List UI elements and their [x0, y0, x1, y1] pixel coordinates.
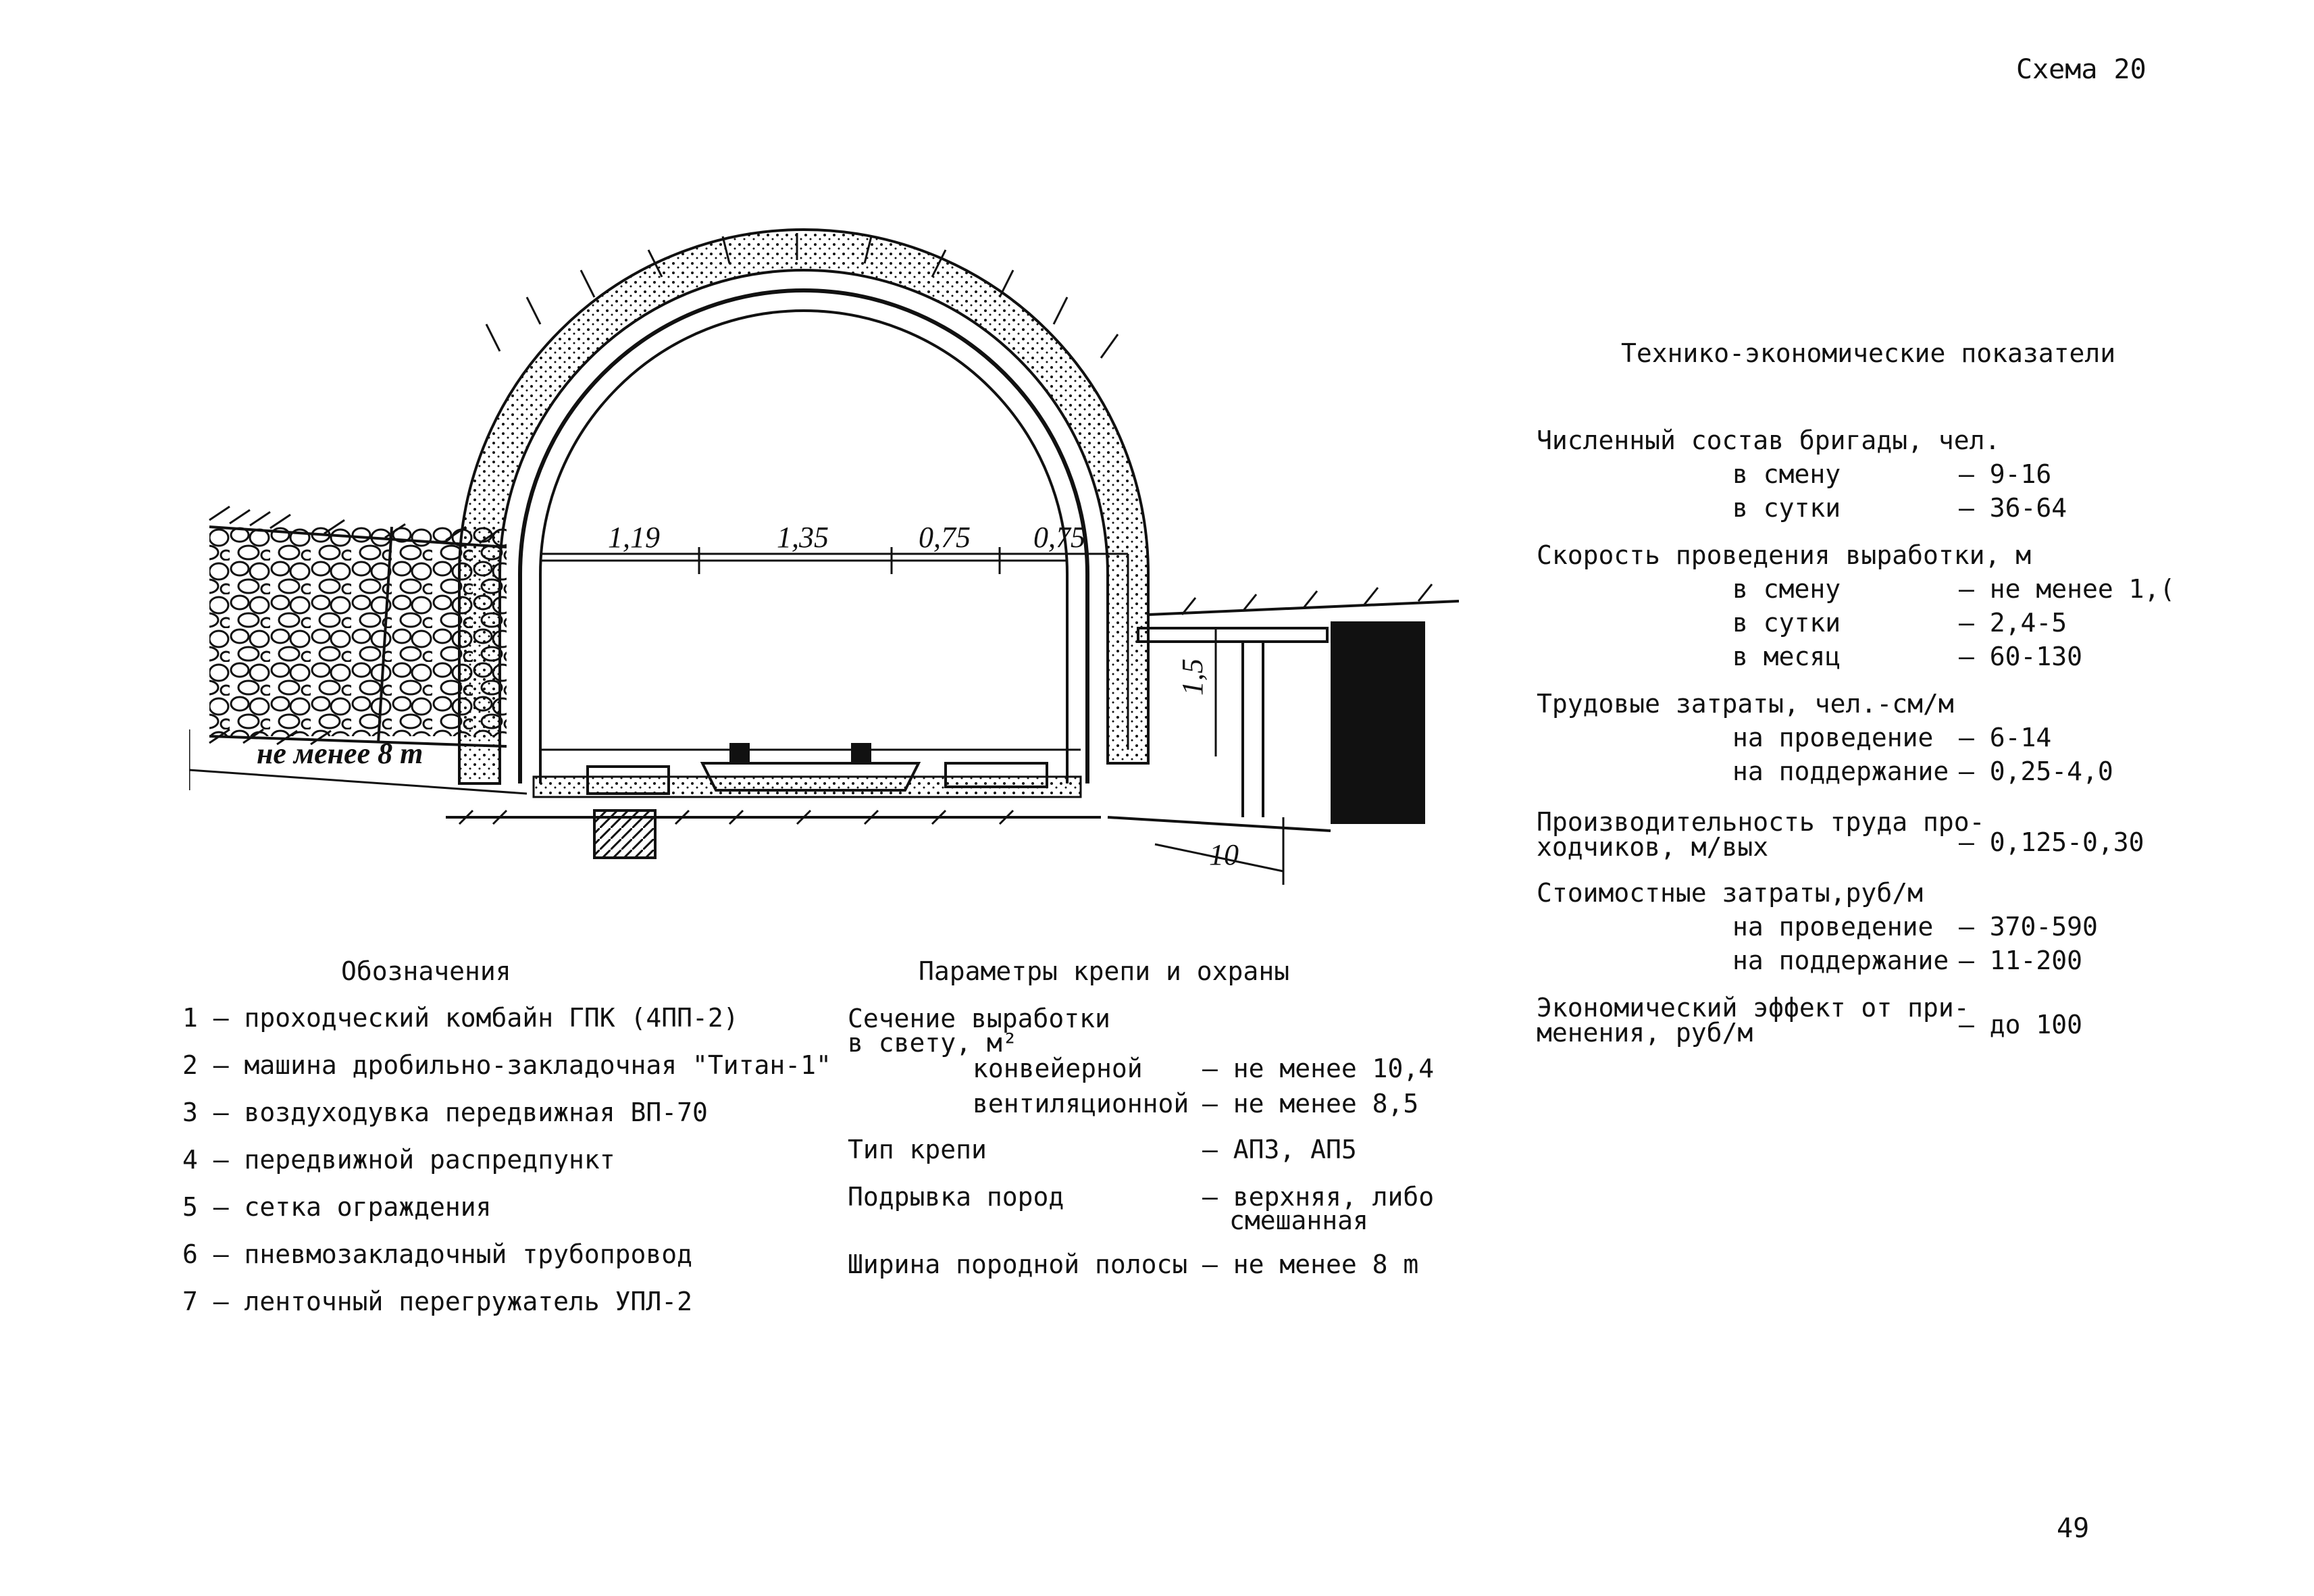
legend-item-3: 3 – воздуходувка передвижная ВП-70	[182, 1098, 708, 1127]
params-blast-value-1: – верхняя, либо	[1202, 1182, 1435, 1212]
cost-maint-value: – 11-200	[1959, 946, 2083, 975]
params-support-value: – АП3, АП5	[1202, 1135, 1357, 1164]
prod-label-1: Производительность труда про-	[1537, 807, 1985, 837]
legend-item-7: 7 – ленточный перегружатель УПЛ-2	[182, 1287, 692, 1316]
crew-shift-value: – 9-16	[1959, 459, 2052, 489]
effect-value: – до 100	[1959, 1010, 2083, 1039]
legend-item-2: 2 – машина дробильно-закладочная "Титан-…	[182, 1050, 831, 1080]
speed-month-label: в месяц	[1732, 642, 1841, 671]
dim-label-4: 0,75	[1033, 521, 1085, 554]
speed-month-value: – 60-130	[1959, 642, 2083, 671]
strip-width-dimension	[189, 729, 528, 795]
legend-item-5: 5 – сетка ограждения	[182, 1192, 492, 1222]
params-vent-label: вентиляционной	[973, 1089, 1189, 1118]
indicators-title: Технико-экономические показатели	[1621, 338, 2116, 368]
page-number: 49	[2057, 1513, 2090, 1544]
tunnel-cross-section-drawing: 1,19 1,35 0,75 0,75 1,5 10 не менее 8 m	[189, 228, 1459, 885]
params-vent-value: – не менее 8,5	[1202, 1089, 1419, 1118]
prod-value: – 0,125-0,30	[1959, 827, 2144, 857]
arch-support	[458, 228, 1150, 785]
dim-label-2: 1,35	[777, 521, 829, 554]
labor-driving-label: на проведение	[1732, 723, 1934, 752]
labor-maint-label: на поддержание	[1732, 756, 1949, 786]
params-strip-label: Ширина породной полосы	[848, 1250, 1188, 1279]
params-blast-value-2: смешанная	[1229, 1206, 1368, 1235]
bottom-width-label: 10	[1209, 838, 1239, 871]
cost-driving-value: – 370-590	[1959, 912, 2098, 942]
params-support-label: Тип крепи	[848, 1135, 987, 1164]
params-strip-value: – не менее 8 m	[1202, 1250, 1419, 1279]
legend-item-4: 4 – передвижной распредпункт	[182, 1145, 615, 1175]
params-title: Параметры крепи и охраны	[919, 956, 1290, 986]
speed-day-value: – 2,4-5	[1959, 608, 2067, 638]
legend-title: Обозначения	[341, 956, 511, 986]
crew-shift-label: в смену	[1732, 459, 1841, 489]
adjacent-roadway	[1107, 584, 1459, 885]
cost-maint-label: на поддержание	[1732, 946, 1949, 975]
strip-width-label: не менее 8 m	[257, 737, 423, 770]
labor-driving-value: – 6-14	[1959, 723, 2052, 752]
cost-driving-label: на проведение	[1732, 912, 1934, 942]
params-section-label: Сечение выработки в свету, м²	[848, 1004, 1110, 1058]
effect-label-1: Экономический эффект от при-	[1537, 993, 1970, 1023]
height-dim-label: 1,5	[1176, 659, 1209, 696]
legend-item-6: 6 – пневмозакладочный трубопровод	[182, 1239, 692, 1269]
dim-label-3: 0,75	[919, 521, 971, 554]
dim-label-1: 1,19	[608, 521, 660, 554]
scheme-label: Схема 20	[2016, 54, 2146, 85]
labor-label: Трудовые затраты, чел.-см/м	[1537, 689, 1954, 719]
crew-day-label: в сутки	[1732, 493, 1841, 523]
labor-maint-value: – 0,25-4,0	[1959, 756, 2113, 786]
floor-equipment	[446, 743, 1101, 859]
speed-shift-label: в смену	[1732, 574, 1841, 604]
legend-item-1: 1 – проходческий комбайн ГПК (4ПП-2)	[182, 1003, 739, 1033]
crew-label: Численный состав бригады, чел.	[1537, 426, 2001, 455]
backfill-strip	[209, 505, 507, 748]
cost-label: Стоимостные затраты,руб/м	[1537, 878, 1923, 908]
crew-day-value: – 36-64	[1959, 493, 2067, 523]
effect-label-2: менения, руб/м	[1537, 1018, 1753, 1048]
prod-label-2: ходчиков, м/вых	[1537, 832, 1769, 862]
speed-shift-value: – не менее 1,(	[1959, 574, 2176, 604]
params-conveyor-label: конвейерной	[973, 1054, 1143, 1083]
speed-day-label: в сутки	[1732, 608, 1841, 638]
interior-dimensions	[540, 547, 1129, 751]
speed-label: Скорость проведения выработки, м	[1537, 540, 2032, 570]
params-conveyor-value: – не менее 10,4	[1202, 1054, 1435, 1083]
params-blast-label: Подрывка пород	[848, 1182, 1064, 1212]
